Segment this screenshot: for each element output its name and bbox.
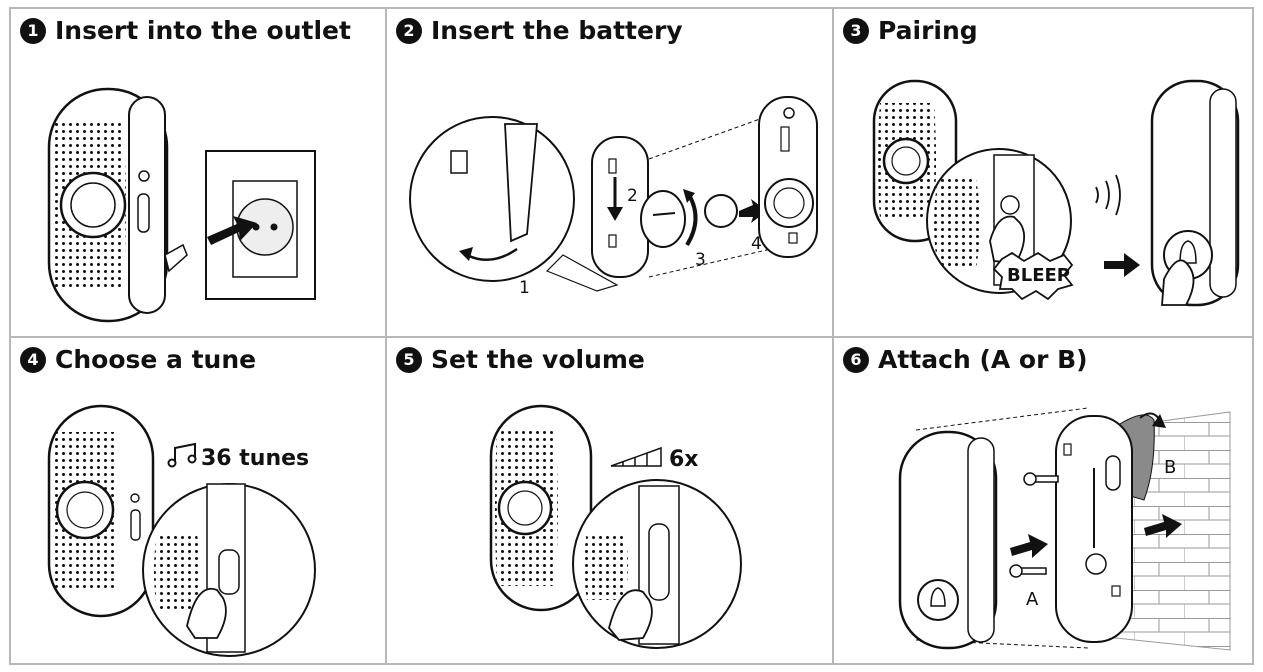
- step-number-badge: 6: [843, 346, 869, 373]
- battery-holder: [758, 96, 818, 258]
- step-title-text: Insert into the outlet: [55, 16, 351, 45]
- step-5-title: 5 Set the volume: [396, 345, 645, 374]
- volume-illustration: 6x: [489, 404, 742, 649]
- doorbell-button: [898, 430, 998, 650]
- step-title-text: Attach (A or B): [878, 345, 1088, 374]
- divider-h: [11, 336, 1252, 338]
- step-4-panel: 4 Choose a tune 36 tunes: [11, 338, 385, 665]
- step-number-badge: 2: [396, 17, 422, 44]
- step-6-title: 6 Attach (A or B): [843, 345, 1088, 374]
- battery-coin-open: 3: [640, 189, 706, 270]
- step-3-title: 3 Pairing: [843, 16, 978, 45]
- bleep-text: BLEEP: [1007, 265, 1070, 286]
- finger-press-icon: [608, 589, 653, 641]
- step-2-title: 2 Insert the battery: [396, 16, 683, 45]
- arrow-right-icon: [1144, 514, 1182, 538]
- battery-step-label: 3: [695, 250, 706, 270]
- volume-button: [648, 523, 670, 601]
- step-number-badge: 3: [843, 17, 869, 44]
- option-a-label: A: [1026, 589, 1039, 610]
- screw-lower: [1009, 564, 1047, 578]
- outlet-illustration: [47, 87, 316, 323]
- battery-step-label: 2: [627, 186, 638, 206]
- option-b-label: B: [1164, 457, 1176, 478]
- mounting-plate: [1055, 415, 1133, 643]
- battery-step-label: 1: [519, 278, 530, 298]
- finger-press-icon: [186, 587, 227, 639]
- attach-illustration: A B: [898, 407, 1231, 651]
- step-5-panel: 5 Set the volume 6x: [387, 338, 832, 665]
- sound-waves-icon: [1095, 174, 1121, 216]
- pairing-illustration: BLEEP: [872, 79, 1240, 307]
- bell-icon: [1179, 240, 1197, 264]
- volume-level-icon: [610, 446, 662, 467]
- tune-button: [218, 549, 240, 595]
- pair-button-icon: [1000, 195, 1020, 215]
- tune-illustration: 36 tunes: [47, 404, 316, 657]
- volume-levels-text: 6x: [669, 447, 699, 472]
- battery-illustration: 1 2 3 4: [409, 96, 818, 298]
- step-title-text: Pairing: [878, 16, 978, 45]
- coin-battery-icon: [704, 194, 738, 228]
- instruction-grid: 1 Insert into the outlet: [9, 7, 1254, 665]
- bell-icon: [930, 587, 946, 607]
- music-note-icon: [167, 442, 197, 468]
- step-2-panel: 2 Insert the battery 1 2: [387, 9, 832, 336]
- chime-unit-side: [489, 404, 593, 612]
- step-6-panel: 6 Attach (A or B): [834, 338, 1254, 665]
- step-3-panel: 3 Pairing BLEEP: [834, 9, 1254, 336]
- wall-socket: [205, 150, 316, 300]
- chime-unit-side: [47, 404, 155, 618]
- sound-burst: [992, 251, 1074, 301]
- step-title-text: Set the volume: [431, 345, 645, 374]
- arrow-right-icon: [1104, 253, 1140, 277]
- back-cover: 2: [591, 136, 649, 278]
- insert-arrow-icon: [207, 216, 257, 245]
- step-title-text: Insert the battery: [431, 16, 683, 45]
- tunes-count-text: 36 tunes: [201, 446, 309, 471]
- step-title-text: Choose a tune: [55, 345, 257, 374]
- step-number-badge: 5: [396, 346, 422, 373]
- zoom-circle: 1: [409, 116, 575, 298]
- doorbell-button: [1150, 79, 1240, 307]
- arrow-right-icon: [1010, 534, 1048, 558]
- step-number-badge: 1: [20, 17, 46, 44]
- finger-press-icon: [1161, 259, 1195, 306]
- battery-step-label: 4: [751, 234, 762, 254]
- step-1-title: 1 Insert into the outlet: [20, 16, 351, 45]
- step-number-badge: 4: [20, 346, 46, 373]
- insert-arrow-icon: [739, 199, 767, 223]
- step-1-panel: 1 Insert into the outlet: [11, 9, 385, 336]
- step-4-title: 4 Choose a tune: [20, 345, 256, 374]
- screw-upper: [1023, 472, 1059, 486]
- chime-unit-side: [47, 87, 188, 323]
